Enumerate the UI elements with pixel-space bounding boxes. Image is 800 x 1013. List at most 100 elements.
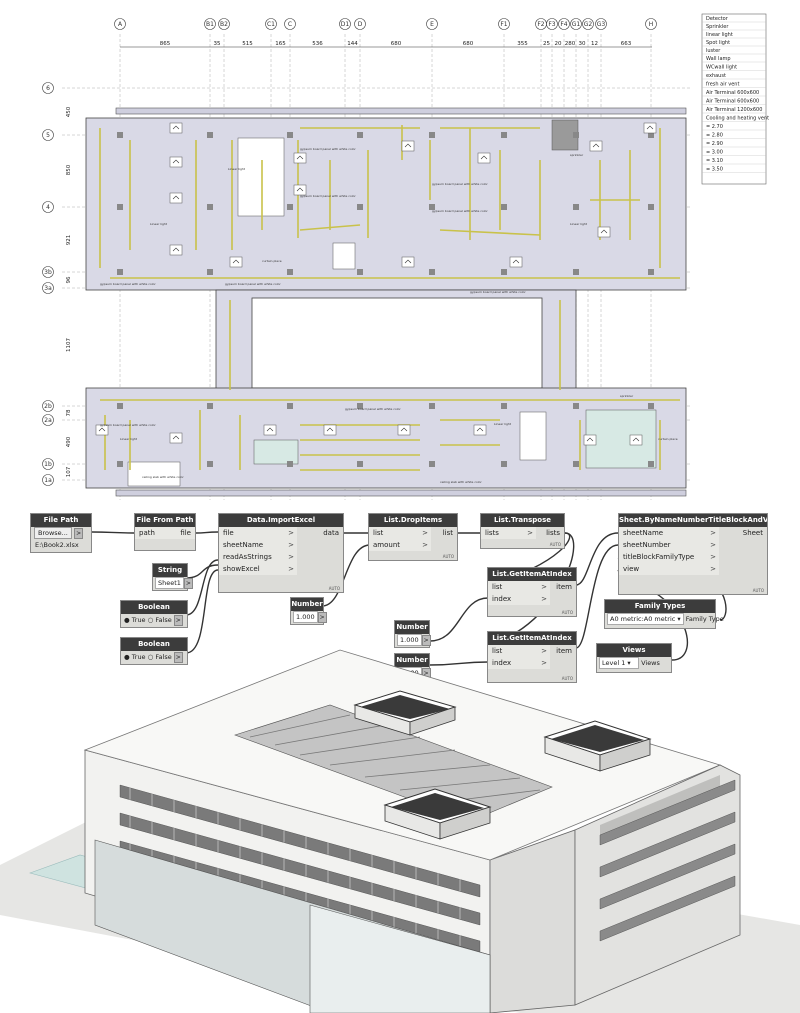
auto-label: AUTO — [549, 542, 561, 547]
boolean-node-2[interactable]: Boolean ● True ○ False > — [120, 637, 188, 665]
input-port-index[interactable]: index — [488, 593, 550, 605]
legend-item: = 2.90 — [706, 141, 723, 147]
radio-true[interactable]: ● True — [124, 616, 146, 624]
radio-false[interactable]: ○ False — [147, 653, 172, 661]
output-port[interactable]: > — [173, 651, 183, 663]
svg-text:C: C — [288, 21, 292, 28]
svg-text:E: E — [430, 21, 434, 28]
number-node-2[interactable]: Number 1.000> — [394, 620, 431, 648]
family-type-dropdown[interactable]: A0 metric:A0 metric ▾ — [607, 613, 684, 625]
input-port-sheetname[interactable]: sheetName — [619, 527, 719, 539]
svg-text:G1: G1 — [572, 21, 581, 28]
dimension-label: 96 — [66, 276, 72, 283]
list-drop-items-node[interactable]: List.DropItems list amount list AUTO — [368, 513, 458, 561]
output-port-family-type[interactable]: Family Type — [685, 615, 724, 623]
annotation-gypsum: gypsum board panel with white color — [100, 423, 156, 427]
annotation-ceiling: ceiling slab with white color — [440, 480, 482, 484]
output-port-views[interactable]: Views — [641, 659, 660, 667]
svg-text:G3: G3 — [597, 21, 606, 28]
dimension-label: 515 — [242, 41, 253, 47]
svg-text:D: D — [358, 21, 363, 28]
legend-item: Air Terminal 600x600 — [706, 99, 759, 105]
input-port-titleblock[interactable]: titleBlockFamilyType — [619, 551, 719, 563]
node-title: Boolean — [121, 638, 187, 651]
svg-text:D1: D1 — [341, 21, 350, 28]
radio-true[interactable]: ● True — [124, 653, 146, 661]
input-port-lists[interactable]: lists — [481, 527, 536, 539]
output-port-list[interactable]: list — [442, 529, 453, 537]
annotation-gypsum: gypsum board panel with white color — [100, 282, 156, 286]
input-port-view[interactable]: view — [619, 563, 719, 575]
data-import-excel-node[interactable]: Data.ImportExcel file sheetName readAsSt… — [218, 513, 344, 593]
input-port-amount[interactable]: amount — [369, 539, 431, 551]
node-title: List.GetItemAtIndex — [488, 632, 576, 645]
input-port-sheetname[interactable]: sheetName — [219, 539, 297, 551]
annotation-gypsum: gypsum board panel with white color — [345, 407, 401, 411]
list-get-item-at-index-node-1[interactable]: List.GetItemAtIndex list index item AUTO — [487, 567, 577, 617]
sheet-by-name-number-node[interactable]: Sheet.ByNameNumberTitleBlockAndView shee… — [618, 513, 768, 595]
input-port-list[interactable]: list — [488, 581, 550, 593]
legend-item: Wall lamp — [706, 56, 731, 62]
views-node[interactable]: Views Level 1 ▾ Views — [596, 643, 672, 673]
svg-text:2b: 2b — [44, 403, 52, 410]
browse-button[interactable]: Browse... — [34, 527, 72, 539]
legend-item: exhaust — [706, 73, 726, 79]
output-port[interactable]: > — [74, 527, 84, 539]
string-input[interactable]: Sheet1 — [155, 577, 184, 589]
output-port[interactable]: > — [183, 577, 193, 589]
output-port-file[interactable]: file — [180, 529, 191, 537]
output-port-data[interactable]: data — [323, 529, 339, 537]
input-port-readasstrings[interactable]: readAsStrings — [219, 551, 297, 563]
dimension-label: 1107 — [66, 338, 72, 352]
input-port-index[interactable]: index — [488, 657, 550, 669]
boolean-node-1[interactable]: Boolean ● True ○ False > — [120, 600, 188, 628]
annotation-gypsum: gypsum board panel with white color — [470, 290, 526, 294]
number-node-1[interactable]: Number 1.000> — [290, 597, 327, 625]
legend-item: fresh air vent — [706, 82, 739, 88]
legend-item: luster — [706, 48, 721, 54]
dimension-label: 280 — [565, 41, 576, 47]
output-port-sheet[interactable]: Sheet — [742, 529, 763, 537]
views-dropdown[interactable]: Level 1 ▾ — [599, 657, 639, 669]
grid-bubble-B2: B2 — [218, 18, 230, 30]
node-title: Data.ImportExcel — [219, 514, 343, 527]
dimension-label: 850 — [66, 164, 72, 175]
svg-text:6: 6 — [46, 85, 50, 92]
input-port-list[interactable]: list — [369, 527, 431, 539]
output-port-item[interactable]: item — [556, 647, 572, 655]
number-input[interactable]: 1.000 — [293, 611, 318, 623]
grid-bubble-F1: F1 — [498, 18, 510, 30]
output-port[interactable]: > — [421, 634, 431, 646]
grid-bubble-3b: 3b — [42, 266, 54, 278]
output-port-item[interactable]: item — [556, 583, 572, 591]
node-title: List.GetItemAtIndex — [488, 568, 576, 581]
string-node[interactable]: String Sheet1> — [152, 563, 193, 591]
dimension-label: 20 — [555, 41, 562, 47]
output-port[interactable]: > — [317, 611, 327, 623]
input-port-showexcel[interactable]: showExcel — [219, 563, 297, 575]
output-port-lists[interactable]: lists — [546, 529, 560, 537]
legend-item: Detector — [706, 16, 729, 22]
radio-false[interactable]: ○ False — [147, 616, 172, 624]
node-title: Family Types — [605, 600, 715, 613]
list-transpose-node[interactable]: List.Transpose lists lists AUTO — [480, 513, 565, 549]
input-port-file[interactable]: file — [219, 527, 297, 539]
output-port[interactable]: > — [173, 614, 183, 626]
node-title: File From Path — [135, 514, 195, 527]
file-path-node[interactable]: File Path Browse... > E:\Book2.xlsx — [30, 513, 92, 553]
family-types-node[interactable]: Family Types A0 metric:A0 metric ▾ Famil… — [604, 599, 724, 629]
dimension-label: 78 — [66, 409, 72, 416]
annotation-gypsum: gypsum board panel with white color — [432, 182, 488, 186]
input-port-sheetnumber[interactable]: sheetNumber — [619, 539, 719, 551]
dimension-label: 865 — [160, 41, 171, 47]
number-input[interactable]: 1.000 — [397, 634, 422, 646]
grid-bubble-F4: F4 — [558, 18, 570, 30]
annotation-curtain: curtain place — [658, 437, 678, 441]
grid-bubble-E: E — [426, 18, 438, 30]
input-port-list[interactable]: list — [488, 645, 550, 657]
list-get-item-at-index-node-2[interactable]: List.GetItemAtIndex list index item AUTO — [487, 631, 577, 683]
annotation-linear: Linear light — [228, 167, 246, 171]
